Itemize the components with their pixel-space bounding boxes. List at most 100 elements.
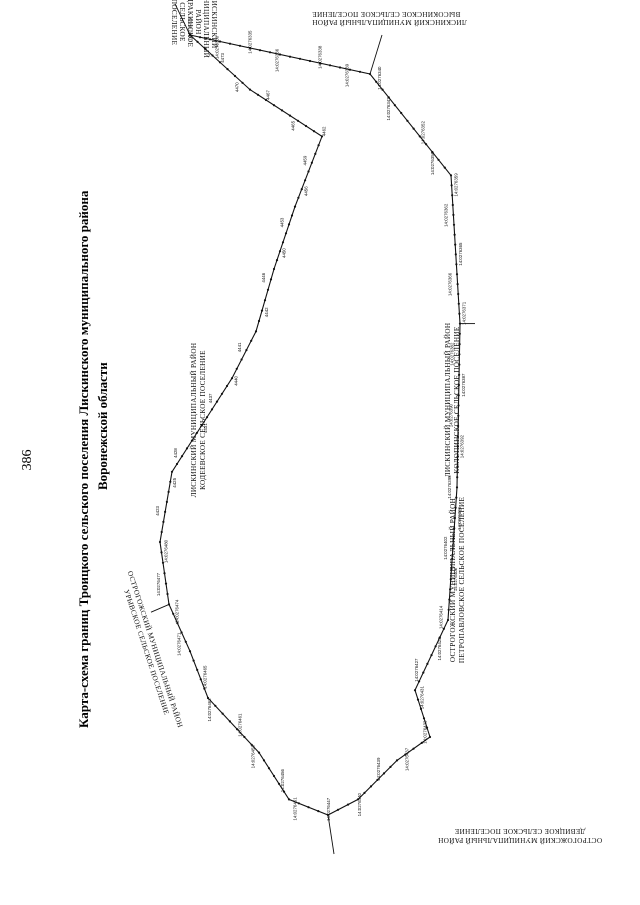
boundary-vertex — [457, 394, 460, 397]
boundary-vertex — [199, 678, 202, 681]
boundary-vertex — [164, 510, 167, 513]
boundary-vertex — [267, 767, 271, 770]
boundary-vertex — [165, 500, 168, 503]
boundary-vertex — [376, 778, 379, 782]
boundary-vertex — [268, 51, 272, 54]
boundary-vertex — [458, 332, 461, 335]
boundary-vertex — [454, 506, 457, 509]
boundary-vertex — [162, 520, 165, 524]
neighbor-region-label: ЛИСКИНСКИЙ МУНИЦИПАЛЬНЫЙ РАЙОН — [312, 18, 467, 27]
point-label: 4442 — [264, 307, 269, 317]
neighbor-region-label: МУНИЦИПАЛЬНЫЙ — [202, 0, 211, 58]
point-label: 14:0276437 — [405, 747, 410, 771]
boundary-vertex — [172, 612, 175, 615]
point-label: 4425 — [172, 477, 177, 487]
boundary-vertex — [446, 618, 450, 622]
boundary-vertex — [458, 373, 461, 376]
boundary-vertex — [167, 603, 171, 606]
boundary-vertex — [218, 40, 222, 43]
boundary-vertex — [226, 68, 229, 71]
boundary-vertex — [235, 367, 238, 370]
point-label: 4428 — [173, 448, 178, 458]
boundary-vertex — [449, 174, 453, 177]
point-label: 14:0276414 — [439, 605, 444, 629]
point-label: 14:0276359 — [454, 173, 459, 197]
boundary-vertex — [260, 309, 264, 312]
boundary-vertex — [287, 798, 291, 801]
boundary-vertex — [287, 223, 291, 226]
boundary-vertex — [314, 152, 317, 155]
boundary-vertex — [318, 62, 322, 65]
boundary-vertex — [238, 44, 242, 47]
neighbor-region-label: ЛИСКИНСКИЙ — [210, 0, 219, 49]
boundary-vertex — [443, 166, 446, 169]
boundary-vertex — [452, 223, 456, 226]
neighbor-boundary-lines — [150, 3, 475, 855]
point-label: 14:0276480 — [163, 539, 168, 563]
boundary-vertex — [457, 302, 460, 305]
boundary-vertex — [262, 759, 266, 762]
point-label: 14:0276427 — [414, 658, 419, 682]
boundary-vertex — [457, 424, 460, 428]
boundary-vertex — [160, 530, 163, 534]
boundary-vertex — [304, 124, 308, 128]
boundary-vertex — [210, 408, 214, 411]
neighbor-region-label: ОСТРОГОЖСКИЙ МУНИЦИПАЛЬНЫЙ РАЙОН — [448, 498, 457, 662]
boundary-vertex — [406, 119, 409, 122]
boundary-vertex — [375, 80, 378, 83]
boundary-vertex — [248, 46, 252, 50]
boundary-vertex — [448, 598, 451, 601]
point-label: 14:0276342 — [386, 97, 391, 121]
boundary-vertex — [196, 668, 199, 672]
boundary-vertex — [228, 42, 232, 45]
boundary-vertex — [175, 462, 179, 466]
point-label: 4446 — [261, 272, 266, 282]
point-label: 4423 — [155, 505, 160, 515]
neighbor-region-top-right: ЛИСКИНСКИЙ МУНИЦИПАЛЬНЫЙ РАЙОНВЫСОКИНСКО… — [312, 10, 467, 27]
neighbor-region-bottom: ОСТРОГОЖСКИЙ МУНИЦИПАЛЬНЫЙ РАЙОНДЕВИЦКОЕ… — [438, 827, 602, 845]
neighbor-region-label: РАЙОН — [194, 9, 203, 34]
boundary-vertex — [296, 119, 300, 122]
boundary-vertex — [454, 253, 457, 256]
boundary-vertex — [455, 496, 458, 499]
point-label: 14:0276456 — [280, 768, 285, 792]
boundary-vertex — [180, 631, 183, 634]
boundary-vertex — [163, 572, 166, 575]
boundary-vertex — [348, 68, 352, 71]
boundary-vertex — [298, 57, 302, 60]
boundary-vertex — [266, 288, 270, 291]
point-label: 14:0276431 — [420, 686, 425, 710]
point-label: 4440 — [233, 375, 238, 385]
boundary-vertex — [454, 243, 457, 246]
boundary-vertex — [393, 104, 396, 107]
point-label: 14:0276408 — [453, 567, 458, 591]
boundary-vertex — [288, 114, 292, 117]
point-label: 14:0276440 — [357, 793, 362, 817]
boundary-vertex — [395, 759, 399, 762]
point-label: 4450 — [282, 248, 287, 258]
boundary-vertex — [206, 696, 210, 700]
boundary-vertex — [451, 547, 454, 550]
boundary-vertex — [200, 423, 204, 427]
boundary-vertex — [451, 203, 454, 207]
boundary-vertex — [293, 205, 297, 208]
boundary-vertex — [290, 214, 294, 217]
boundary-vertex — [256, 93, 260, 96]
boundary-vertex — [453, 527, 456, 530]
neighbor-line — [150, 603, 170, 613]
boundary-vertex — [225, 384, 229, 388]
neighbor-line — [369, 34, 383, 75]
boundary-vertex — [389, 765, 392, 769]
boundary-vertex — [307, 170, 310, 173]
boundary-vertex — [449, 578, 452, 581]
boundary-vertex — [457, 414, 460, 417]
boundary-vertex — [158, 540, 162, 544]
boundary-vertex — [346, 803, 350, 806]
neighbor-region-label: ЛИСКИНСКИЙ МУНИЦИПАЛЬНЫЙ РАЙОН — [443, 323, 452, 478]
neighbor-region-lower-left: ОСТРОГОЖСКИЙ МУНИЦИПАЛЬНЫЙ РАЙОНУРЫВСКОЕ… — [122, 570, 185, 729]
point-label: 14:0276366 — [448, 272, 453, 296]
boundary-vertex — [418, 680, 421, 683]
point-label: 14:0276465 — [202, 665, 207, 689]
